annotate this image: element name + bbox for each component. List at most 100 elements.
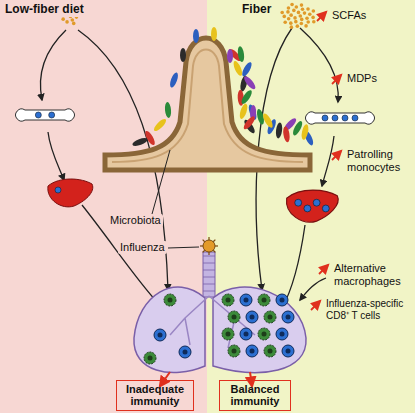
cell-nucleus bbox=[226, 298, 231, 303]
cd8-t-cell bbox=[144, 352, 156, 364]
virus-spike bbox=[203, 240, 205, 242]
cell-nucleus bbox=[250, 349, 255, 354]
virus-spike bbox=[213, 250, 215, 252]
scfa-dot bbox=[292, 9, 296, 13]
scfa-dot bbox=[308, 12, 312, 16]
scfa-dot bbox=[289, 21, 293, 25]
bone-marrow bbox=[16, 109, 75, 121]
scfa-dot bbox=[280, 11, 284, 15]
cell-nucleus bbox=[286, 315, 291, 320]
cell-label: Patrolling monocytes bbox=[345, 148, 415, 173]
cell-nucleus bbox=[244, 298, 249, 303]
leader-line bbox=[152, 150, 170, 214]
trachea-ring bbox=[203, 277, 215, 278]
scfa-dot bbox=[304, 24, 308, 28]
scfa-dot bbox=[299, 14, 303, 18]
bacterium bbox=[227, 49, 233, 63]
monocyte bbox=[304, 205, 311, 212]
scfa-dot bbox=[72, 22, 76, 26]
right-lung bbox=[213, 287, 306, 373]
scfa-dot bbox=[301, 7, 305, 11]
spleen-shape bbox=[48, 179, 93, 207]
bacterium bbox=[152, 117, 168, 133]
cell-nucleus bbox=[226, 332, 231, 337]
scfa-dot bbox=[286, 10, 290, 14]
panel-title: Low-fiber diet bbox=[3, 3, 86, 17]
scfa-dot bbox=[312, 9, 316, 13]
cd8-t-cell bbox=[222, 328, 234, 340]
bacterium bbox=[275, 122, 283, 139]
scfa-dot bbox=[287, 17, 291, 21]
increase-arrow bbox=[319, 265, 328, 274]
trachea-ring bbox=[203, 270, 215, 271]
monocyte-precursor bbox=[352, 115, 358, 121]
scfa-dot bbox=[306, 20, 310, 24]
leader-line bbox=[168, 247, 199, 248]
scfa-dot bbox=[305, 17, 309, 21]
scfa-dot bbox=[295, 5, 299, 9]
cell-nucleus bbox=[286, 349, 291, 354]
pathway-arrow bbox=[300, 28, 338, 102]
scfa-dot bbox=[312, 20, 316, 24]
bacterium bbox=[300, 124, 309, 141]
cell-nucleus bbox=[280, 298, 285, 303]
monocyte bbox=[313, 199, 320, 206]
scfa-dot bbox=[306, 7, 310, 11]
cell-label: Influenza-specific CD8⁺ T cells bbox=[324, 298, 415, 321]
virus-spike bbox=[208, 252, 209, 255]
scfa-dot bbox=[300, 18, 304, 22]
trachea-ring bbox=[203, 284, 215, 285]
bacterium bbox=[242, 75, 257, 91]
cd8-t-cell bbox=[222, 294, 234, 306]
pathway-arrow bbox=[322, 136, 334, 186]
cd8-t-cell bbox=[228, 311, 240, 323]
cell-nucleus bbox=[158, 333, 163, 338]
cd8-t-cell bbox=[258, 328, 270, 340]
cell-nucleus bbox=[262, 298, 267, 303]
cell-nucleus bbox=[268, 315, 273, 320]
bacterium bbox=[242, 115, 257, 131]
cell-nucleus bbox=[232, 349, 237, 354]
increase-arrow bbox=[317, 12, 326, 21]
monocyte-precursor bbox=[322, 115, 328, 121]
scfa-dot bbox=[65, 20, 69, 24]
fiber-panel bbox=[207, 0, 415, 413]
bacterium bbox=[240, 89, 254, 106]
increase-arrow bbox=[311, 301, 320, 310]
macrophage bbox=[276, 328, 288, 340]
outcome-text: Balanced immunity bbox=[226, 383, 284, 408]
macrophage bbox=[282, 345, 294, 357]
bone-shape bbox=[306, 112, 375, 124]
monocyte bbox=[322, 205, 329, 212]
cell-nucleus bbox=[148, 356, 153, 361]
outcome-text: Inadequate immunity bbox=[123, 383, 187, 408]
cell-nucleus bbox=[244, 332, 249, 337]
molecule-label: SCFAs bbox=[330, 9, 368, 22]
virus-spike bbox=[200, 245, 203, 246]
bacterium bbox=[143, 130, 156, 147]
cell-nucleus bbox=[168, 298, 173, 303]
virus-spike bbox=[203, 250, 205, 252]
macrophage bbox=[246, 345, 258, 357]
scfa-dot bbox=[300, 3, 304, 7]
increase-arrow bbox=[332, 75, 341, 84]
bacterium bbox=[282, 126, 290, 143]
scfa-dot bbox=[290, 3, 294, 7]
spleen bbox=[48, 179, 93, 207]
macrophage bbox=[246, 311, 258, 323]
monocyte-precursor bbox=[49, 112, 55, 118]
scfa-dot bbox=[296, 24, 300, 28]
scfa-dot bbox=[283, 20, 287, 24]
cd8-t-cell bbox=[264, 311, 276, 323]
cell-nucleus bbox=[280, 332, 285, 337]
scfa-dot bbox=[290, 25, 294, 29]
bacterium bbox=[261, 112, 274, 129]
trachea-ring bbox=[203, 263, 215, 264]
cell-nucleus bbox=[232, 315, 237, 320]
scfa-dot bbox=[300, 22, 304, 26]
intestinal-villus bbox=[105, 38, 310, 170]
spleen bbox=[287, 190, 339, 222]
monocyte-precursor bbox=[35, 112, 41, 118]
left-lung bbox=[134, 287, 205, 373]
